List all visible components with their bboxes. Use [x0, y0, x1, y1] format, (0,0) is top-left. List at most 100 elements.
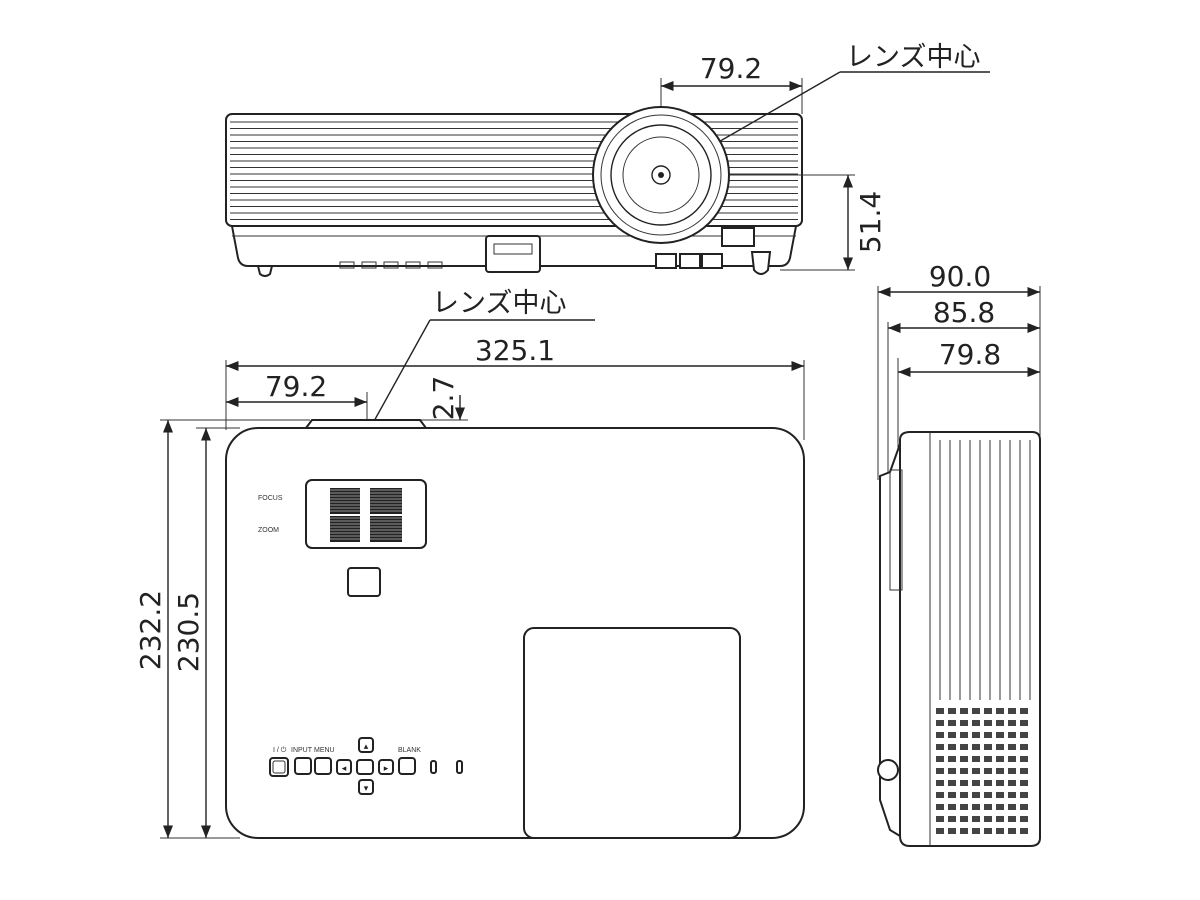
vent-slot — [996, 792, 1004, 798]
plan-view: レンズ中心 325.1 79.2 2.7 232.2 230.5 FOCUS Z… — [134, 288, 805, 839]
indicator-1 — [430, 760, 437, 774]
vent-slot — [948, 804, 956, 810]
vent-slot — [960, 828, 968, 834]
vent-slot — [960, 816, 968, 822]
menu-button[interactable] — [314, 757, 332, 775]
dim-side-height-1: 90.0 — [929, 260, 991, 293]
dim-front-lens-offset: 79.2 — [700, 52, 762, 85]
vent-slot — [984, 756, 992, 762]
vent-slot — [1008, 756, 1016, 762]
vent-slot — [984, 780, 992, 786]
side-vents — [936, 708, 1028, 834]
callout-lens-center-plan: レンズ中心 — [432, 288, 566, 319]
side-ribs — [939, 440, 1031, 700]
vent-slot — [948, 708, 956, 714]
ring-grip — [330, 488, 360, 514]
left-button[interactable] — [336, 759, 352, 775]
label-focus: FOCUS — [258, 495, 283, 502]
vent-slot — [972, 780, 980, 786]
vent-slot — [1020, 780, 1028, 786]
vent-slot — [948, 768, 956, 774]
front-view: 79.2 レンズ中心 51.4 — [225, 42, 990, 277]
vent-slot — [936, 804, 944, 810]
vent-slot — [1008, 744, 1016, 750]
dim-plan-lens-offset: 79.2 — [265, 370, 327, 403]
plan-sensor — [347, 567, 381, 597]
vent-slot — [996, 816, 1004, 822]
label-zoom: ZOOM — [258, 527, 279, 534]
vent-slot — [936, 708, 944, 714]
power-button[interactable] — [269, 757, 289, 777]
enter-button[interactable] — [356, 759, 374, 775]
vent-slot — [960, 708, 968, 714]
side-foot — [877, 759, 899, 781]
vent-slot — [948, 816, 956, 822]
vent-slot — [996, 804, 1004, 810]
ring-grip — [330, 516, 360, 542]
vent-slot — [972, 756, 980, 762]
vent-slot — [984, 708, 992, 714]
vent-slot — [1020, 732, 1028, 738]
input-button[interactable] — [294, 757, 312, 775]
vent-slot — [1008, 768, 1016, 774]
focus-zoom-rings — [330, 486, 402, 544]
vent-slot — [996, 768, 1004, 774]
vent-slot — [1020, 720, 1028, 726]
dim-side-height-2: 85.8 — [933, 296, 995, 329]
left-arrow-icon: ◂ — [342, 764, 347, 774]
vent-slot — [996, 744, 1004, 750]
vent-slot — [984, 804, 992, 810]
vent-slot — [1008, 780, 1016, 786]
ring-grip — [370, 516, 402, 542]
vent-slot — [1020, 816, 1028, 822]
vent-slot — [984, 732, 992, 738]
vent-slot — [984, 816, 992, 822]
vent-slot — [996, 732, 1004, 738]
vent-slot — [948, 780, 956, 786]
vent-slot — [948, 744, 956, 750]
vent-slot — [1008, 720, 1016, 726]
vent-slot — [972, 732, 980, 738]
vent-slot — [948, 732, 956, 738]
front-sensor — [721, 227, 755, 247]
vent-slot — [996, 708, 1004, 714]
vent-slot — [972, 744, 980, 750]
vent-slot — [1020, 804, 1028, 810]
up-arrow-icon: ▴ — [364, 742, 369, 752]
vent-slot — [960, 744, 968, 750]
vent-slot — [936, 732, 944, 738]
vent-slot — [936, 816, 944, 822]
vent-slot — [948, 828, 956, 834]
vent-slot — [984, 828, 992, 834]
vent-slot — [972, 828, 980, 834]
dim-total-depth: 232.2 — [134, 590, 167, 670]
vent-slot — [960, 720, 968, 726]
vent-slot — [996, 828, 1004, 834]
right-button[interactable] — [378, 759, 394, 775]
blank-button[interactable] — [398, 757, 416, 775]
plan-lens-protrusion — [305, 419, 427, 429]
vent-slot — [936, 768, 944, 774]
control-panel: I / ⏻ INPUT MENU BLANK ◂ ▴ ▾ ▸ — [269, 737, 463, 795]
label-input: INPUT — [291, 747, 313, 754]
vent-slot — [936, 828, 944, 834]
down-button[interactable] — [358, 779, 374, 795]
vent-slot — [960, 768, 968, 774]
vent-slot — [972, 792, 980, 798]
vent-slot — [996, 720, 1004, 726]
vent-slot — [972, 804, 980, 810]
vent-slot — [960, 756, 968, 762]
dim-total-width: 325.1 — [475, 334, 555, 367]
vent-slot — [996, 756, 1004, 762]
vent-slot — [948, 792, 956, 798]
ring-grip — [370, 488, 402, 514]
down-arrow-icon: ▾ — [364, 784, 369, 794]
vent-slot — [1008, 828, 1016, 834]
vent-slot — [960, 792, 968, 798]
vent-slot — [948, 720, 956, 726]
vent-slot — [984, 768, 992, 774]
front-foot-right — [750, 251, 772, 275]
dim-side-height-3: 79.8 — [939, 338, 1001, 371]
up-button[interactable] — [358, 737, 374, 753]
vent-slot — [1020, 708, 1028, 714]
